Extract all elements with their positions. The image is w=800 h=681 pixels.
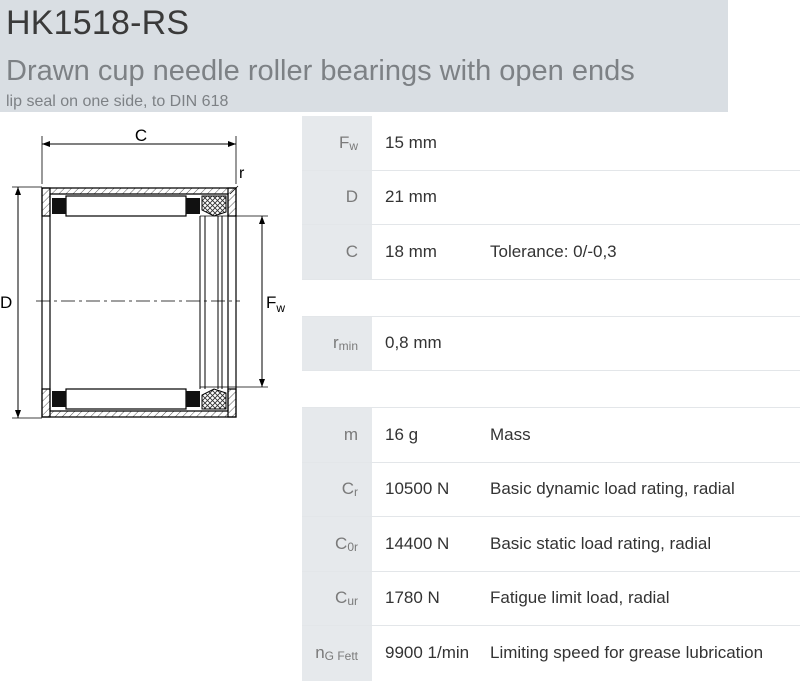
table-spacer [302, 371, 800, 408]
row-value: 21 mm [385, 187, 437, 207]
row-description: Mass [490, 424, 531, 444]
table-row: C 18 mm Tolerance: 0/-0,3 [302, 225, 800, 280]
row-value: 18 mm [385, 241, 437, 261]
dim-d-arrow-bottom [15, 410, 21, 418]
row-value: 1780 N [385, 588, 440, 608]
seal-top [201, 195, 227, 217]
row-description: Basic dynamic load rating, radial [490, 479, 735, 499]
row-description: Tolerance: 0/-0,3 [490, 241, 617, 261]
row-description: Limiting speed for grease lubrication [490, 643, 764, 663]
cage-top-right [186, 198, 200, 214]
dim-d-label: D [0, 293, 12, 312]
dim-fw-label: Fw [266, 293, 285, 315]
dim-r-label: r [239, 165, 245, 182]
row-symbol: m [302, 408, 372, 462]
row-value: 16 g [385, 424, 419, 444]
row-value: 0,8 mm [385, 333, 442, 353]
row-value: 14400 N [385, 533, 450, 553]
roller-top [65, 195, 187, 217]
cup-left-wall [41, 187, 51, 418]
page-subtitle: Drawn cup needle roller bearings with op… [6, 55, 635, 87]
page-title: HK1518-RS [6, 4, 190, 42]
dim-c-arrow-right [228, 141, 236, 147]
dim-fw-arrow-bottom [259, 379, 265, 387]
table-spacer [302, 279, 800, 317]
dim-d-arrow-top [15, 187, 21, 195]
table-row: D 21 mm [302, 170, 800, 225]
row-description: Basic static load rating, radial [490, 533, 712, 553]
dim-c-arrow-left [42, 141, 50, 147]
row-symbol: C [302, 225, 372, 279]
cage-bottom-left [52, 391, 66, 407]
table-row: m 16 g Mass [302, 408, 800, 463]
page-subnote: lip seal on one side, to DIN 618 [6, 93, 229, 110]
header-band: HK1518-RS Drawn cup needle roller bearin… [0, 0, 728, 112]
seal-bottom [201, 388, 227, 410]
row-symbol: D [302, 170, 372, 224]
dim-c-label: C [135, 126, 147, 145]
cup-right-wall [227, 187, 237, 418]
cage-top-left [52, 198, 66, 214]
bearing-drawing: C r D Fw [0, 126, 285, 419]
dim-fw-arrow-top [259, 216, 265, 224]
cage-bottom-right [186, 391, 200, 407]
row-value: 15 mm [385, 132, 437, 152]
row-value: 10500 N [385, 479, 450, 499]
row-value: 9900 1/min [385, 643, 470, 663]
row-description: Fatigue limit load, radial [490, 588, 670, 608]
roller-bottom [65, 388, 187, 410]
